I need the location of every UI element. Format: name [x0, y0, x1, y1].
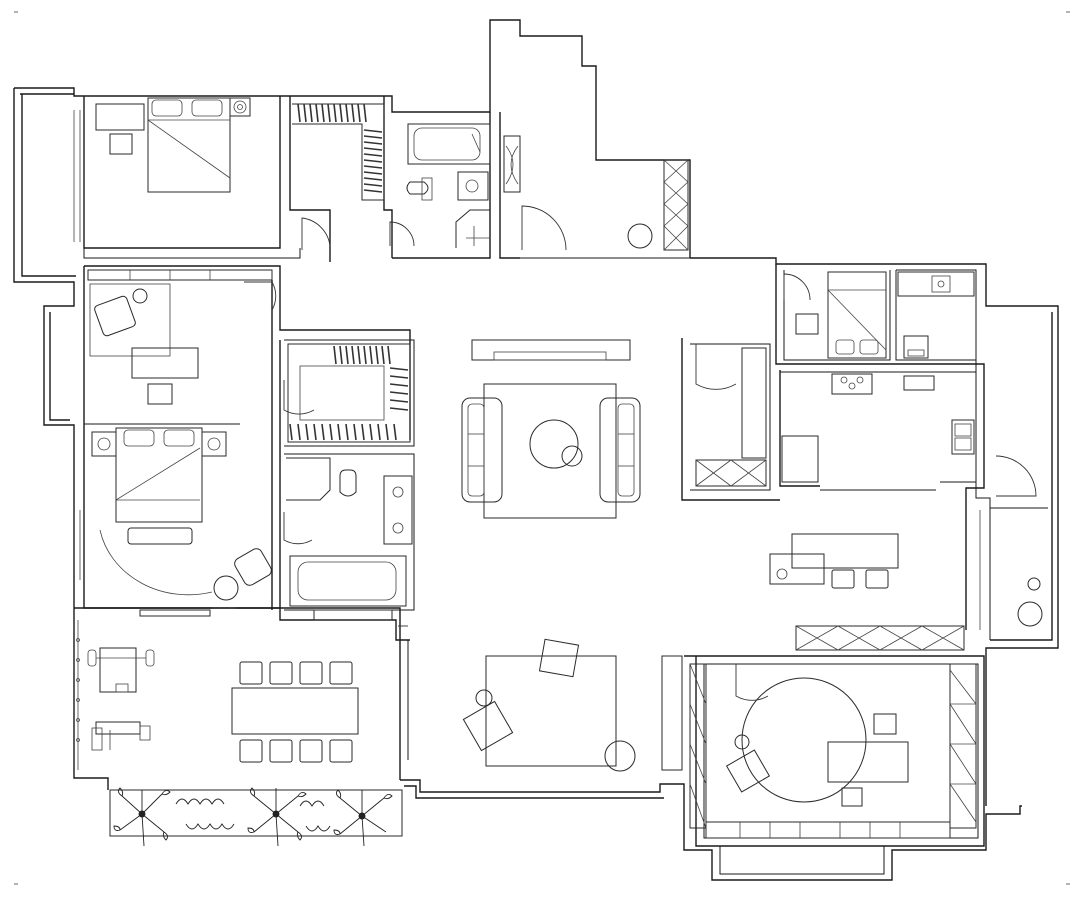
bar-counter	[769, 533, 965, 651]
bedroom-west	[79, 427, 272, 601]
bar-stool	[865, 569, 889, 589]
dining-table	[231, 687, 359, 735]
chair	[841, 787, 863, 807]
chair	[109, 133, 133, 155]
walk-in-closet-west	[283, 343, 411, 443]
living-room	[461, 339, 641, 519]
bathroom-north	[406, 123, 491, 248]
washer	[903, 335, 929, 359]
kitchen	[695, 344, 975, 487]
shoe-cabinet	[663, 159, 689, 251]
sink-counter	[897, 271, 975, 297]
cooktop	[831, 373, 873, 395]
doors-lower	[212, 607, 408, 627]
toilet	[406, 181, 429, 195]
bar-stool	[831, 569, 855, 589]
plant-2	[247, 787, 307, 847]
armchair	[234, 548, 272, 586]
bathroom-west	[283, 457, 413, 621]
planter-box	[109, 789, 403, 837]
bathtub	[407, 123, 491, 165]
round-table	[604, 740, 636, 772]
nightstand	[201, 431, 227, 457]
side-table	[734, 734, 750, 750]
sofa-left	[461, 397, 503, 503]
fridge	[781, 435, 819, 483]
tall-cabinet	[741, 347, 767, 459]
desk	[131, 347, 199, 379]
rug	[485, 655, 617, 767]
counter-end	[769, 553, 825, 585]
range-hood	[903, 375, 935, 391]
gym-dining-room	[76, 609, 359, 770]
round-table	[1017, 601, 1043, 627]
hanging-rod-top	[297, 103, 367, 123]
side-table	[132, 288, 148, 304]
media-console	[661, 655, 683, 771]
armchair	[94, 295, 136, 337]
side-table	[213, 575, 239, 601]
study-room	[87, 269, 273, 405]
armchair	[725, 749, 771, 793]
rug	[483, 383, 617, 519]
entry-hall	[503, 135, 689, 251]
interior-walls	[74, 96, 1048, 847]
bookshelf-right	[949, 663, 977, 829]
exercise-bike	[91, 721, 151, 751]
planter	[1027, 577, 1041, 591]
bathtub	[289, 555, 407, 607]
sofa-right	[599, 397, 641, 503]
side-table	[561, 445, 583, 467]
base-cabinet	[695, 459, 767, 487]
plant-1	[113, 787, 171, 847]
dining-chairs	[239, 661, 353, 763]
chair	[873, 713, 897, 735]
master-bedroom	[73, 97, 251, 242]
armchair	[538, 638, 580, 678]
round-rug	[741, 677, 867, 803]
toilet	[339, 469, 357, 497]
kitchen-sink	[951, 419, 975, 455]
chair	[795, 313, 819, 335]
nanny-room	[783, 271, 887, 359]
family-room	[462, 638, 683, 772]
bench	[127, 527, 193, 545]
dimension-ticks	[14, 11, 1070, 885]
bed	[147, 97, 231, 193]
shrubs	[175, 798, 331, 832]
bed	[115, 427, 203, 523]
doors-upper	[244, 205, 567, 311]
rug	[89, 283, 171, 357]
balcony-east	[979, 455, 1043, 630]
bed	[827, 271, 887, 359]
closet-frame	[287, 343, 411, 443]
round-stool	[627, 223, 653, 249]
island	[791, 533, 899, 569]
storage-cabinet	[795, 625, 965, 651]
armchair	[462, 700, 514, 752]
bookshelf-bottom	[705, 821, 951, 839]
plant-3	[333, 789, 393, 847]
wall-cabinet	[87, 269, 273, 281]
exterior-walls	[13, 19, 1059, 881]
planter-balcony	[109, 787, 403, 847]
bookshelf-left	[689, 663, 707, 829]
double-vanity	[383, 475, 413, 545]
chair	[147, 383, 173, 405]
utility-bathroom	[897, 271, 975, 359]
sink	[457, 171, 489, 201]
nightstand	[91, 431, 117, 457]
office-room	[689, 663, 977, 839]
desk	[95, 103, 145, 131]
office-desk	[827, 741, 909, 783]
nightstand	[229, 97, 251, 117]
coffee-table	[529, 419, 579, 469]
hanging-rod-side	[363, 129, 383, 193]
walk-in-closet-north	[292, 103, 385, 201]
console-cabinet	[503, 135, 521, 193]
treadmill	[87, 647, 155, 693]
side-table	[475, 689, 493, 707]
